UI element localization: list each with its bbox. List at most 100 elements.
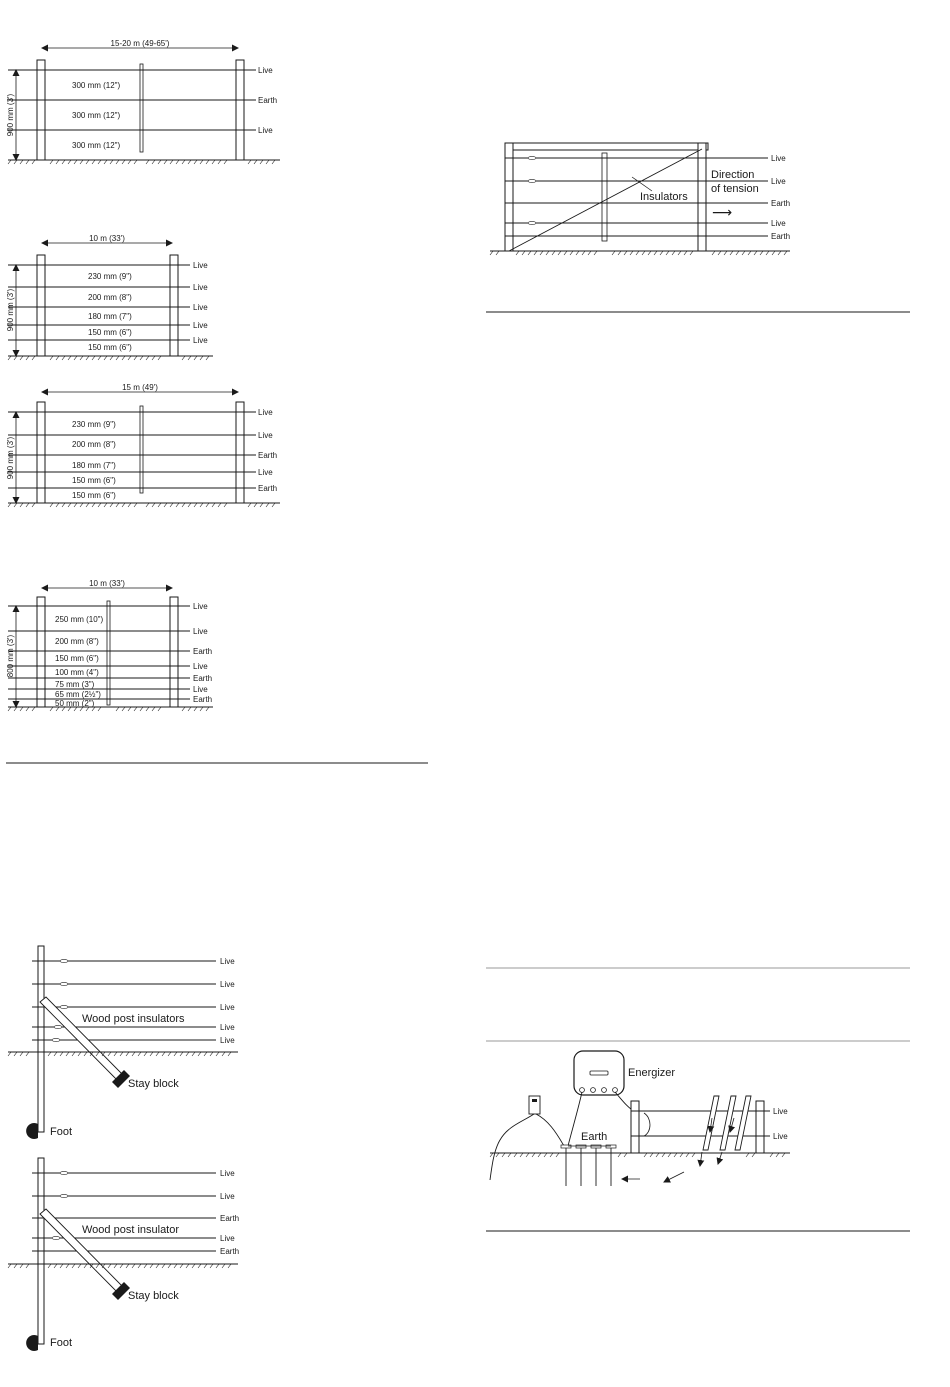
fence-post (630, 1100, 640, 1154)
energizer-diagram: Energizer Live Live Earth (489, 1050, 790, 1186)
wire-label: Earth (771, 199, 790, 208)
wire-label: Live (193, 303, 208, 312)
spacing-label: 100 mm (4") (55, 668, 99, 677)
height-label: 900 mm (3') (6, 436, 15, 479)
wire-label: Live (771, 219, 786, 228)
earth-lead (567, 1091, 583, 1147)
spacing-label: 180 mm (7") (88, 312, 132, 321)
wire-label: Live (773, 1107, 788, 1116)
wire-label: Live (220, 1234, 235, 1243)
fence-diagram-1: 15-20 m (49-65') 900 mm (3') Live Earth … (6, 39, 280, 165)
wire-label: Live (220, 1036, 235, 1045)
post-foot (26, 1335, 38, 1351)
earth-clamp (575, 1144, 587, 1149)
ground-hatching (7, 355, 210, 361)
wire-label: Earth (258, 96, 277, 105)
wire-label: Live (193, 321, 208, 330)
wire-label: Live (193, 261, 208, 270)
ground-hatching (489, 1152, 786, 1158)
wire-label: Live (771, 177, 786, 186)
spacing-label: 180 mm (7") (72, 461, 116, 470)
fault-finder-display (532, 1099, 537, 1102)
strainer-post-left (504, 142, 514, 252)
dropper (106, 600, 111, 706)
wire-label: Live (258, 408, 273, 417)
energizer-display (589, 1070, 609, 1076)
span-label: 15 m (49') (122, 383, 158, 392)
diagonal-tie-wire (508, 148, 703, 252)
end-post-left (36, 596, 46, 708)
horizontal-stay (508, 142, 709, 151)
stay-block-icon (112, 1070, 130, 1088)
ground-hatching (489, 250, 788, 256)
stay-brace (39, 1208, 127, 1296)
terminal-icon (601, 1087, 607, 1093)
wire-label: Earth (771, 232, 790, 241)
wire-label: Live (193, 336, 208, 345)
lead-wire (535, 1113, 565, 1147)
wire-label: Live (220, 1192, 235, 1201)
lead-wire (489, 1113, 535, 1181)
wire-label: Live (220, 1023, 235, 1032)
wire-label: Live (193, 283, 208, 292)
wire-label: Earth (193, 647, 212, 656)
ground-hatching (7, 706, 210, 712)
dropper (139, 63, 144, 153)
insulator-icon (51, 1236, 61, 1240)
spacing-label: 200 mm (8") (88, 293, 132, 302)
current-arrow-icon (697, 1151, 705, 1167)
return-current-arrow-icon (663, 1171, 685, 1183)
insulator-label: Wood post insulator (82, 1224, 179, 1236)
energizer-label: Energizer (628, 1067, 675, 1079)
insulator-icon (59, 1171, 69, 1175)
height-label: 900 mm (3') (6, 93, 15, 136)
fence-diagram-2: 10 m (33') 900 mm (3') Live Live Live Li… (6, 234, 213, 361)
insulator-icon (59, 1194, 69, 1198)
ground-hatching (7, 1051, 232, 1057)
spacing-label: 230 mm (9") (88, 272, 132, 281)
terminal-icon (579, 1087, 585, 1093)
terminal-icon (612, 1087, 618, 1093)
wire-label: Live (193, 685, 208, 694)
wire-label: Earth (220, 1247, 239, 1256)
current-path-arc (643, 1112, 651, 1137)
stay-block-label: Stay block (128, 1078, 179, 1090)
insulators-leader-line (631, 176, 653, 192)
strainer-post (37, 945, 45, 1133)
wire-label: Live (258, 66, 273, 75)
spacing-label: 75 mm (3") (55, 680, 95, 689)
insulator-icon (53, 1025, 63, 1029)
ground-hatching (7, 1263, 232, 1269)
wire-label: Live (258, 431, 273, 440)
spacing-label: 65 mm (2½") (55, 690, 101, 699)
wire-label: Earth (193, 674, 212, 683)
end-post-left (36, 59, 46, 161)
wire-label: Live (220, 980, 235, 989)
tension-arrow-icon: ⟶ (712, 204, 732, 220)
spacing-label: 200 mm (8") (72, 440, 116, 449)
ground-hatching (7, 502, 276, 508)
foot-label: Foot (50, 1126, 72, 1138)
wire-label: Live (220, 1003, 235, 1012)
end-post-right (235, 59, 245, 161)
spacing-label: 150 mm (6") (88, 328, 132, 337)
stay-block-icon (112, 1282, 130, 1300)
spacing-label: 150 mm (6") (55, 654, 99, 663)
earth-clamp (590, 1144, 602, 1149)
spacing-label: 250 mm (10") (55, 615, 104, 624)
insulator-label: Wood post insulators (82, 1013, 185, 1025)
strainer-diagram-1: Live Live Live Live Live Wood post insul… (7, 945, 238, 1139)
spacing-label: 300 mm (12") (72, 81, 121, 90)
wire-label: Live (220, 1169, 235, 1178)
wire-label: Earth (258, 484, 277, 493)
brace-diagram: Insulators Direction of tension ⟶ Live L… (489, 142, 790, 256)
wire-label: Live (771, 154, 786, 163)
fault-finder-icon (528, 1095, 541, 1115)
wire-label: Live (193, 602, 208, 611)
earth-clamp (605, 1144, 617, 1149)
insulator-icon (527, 179, 537, 183)
current-arrow-icon (707, 1117, 715, 1133)
insulator-icon (51, 1038, 61, 1042)
wire-label: Live (773, 1132, 788, 1141)
height-label: 900 mm (3') (6, 288, 15, 331)
